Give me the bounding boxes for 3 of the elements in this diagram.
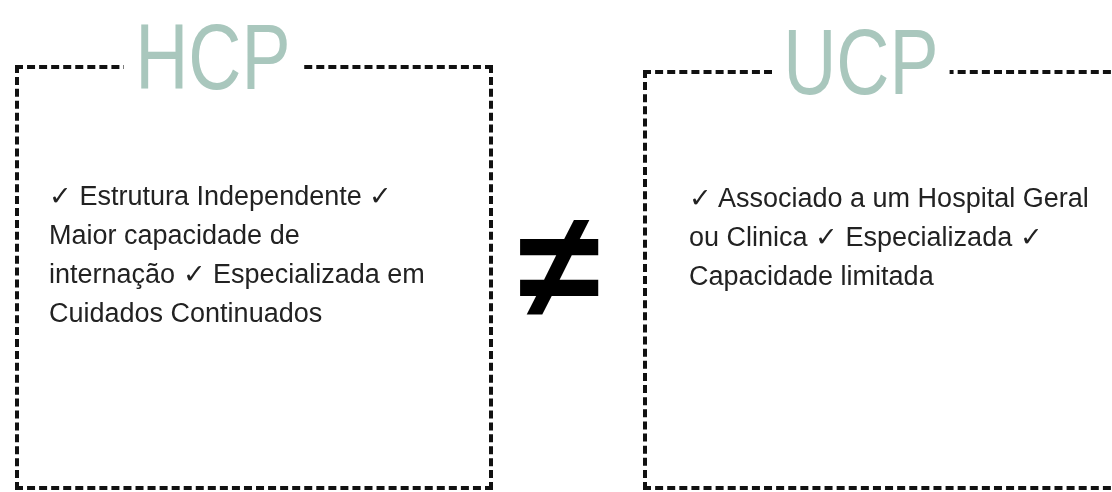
feature-list: ✓ Estrutura Independente ✓ Maior capacidade de internação ✓ Especializada em Cuidados Continuados [49,177,429,333]
feature-list: ✓ Associado a um Hospital Geral ou Clinica ✓ Especializada ✓ Capacidade limitada [689,179,1089,296]
not-equal-sign: ≠ [518,190,601,340]
